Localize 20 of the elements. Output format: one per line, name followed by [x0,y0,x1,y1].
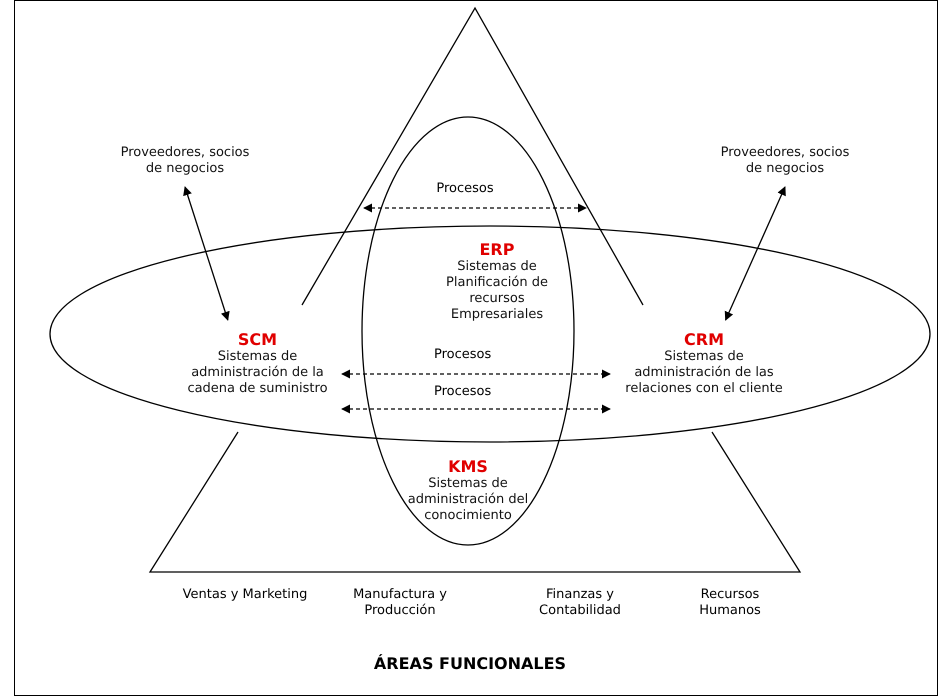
system-acronym: SCM [236,330,278,349]
partner-label: Proveedores, socios de negocios [720,145,850,177]
area-label: Recursos Humanos [698,587,762,619]
area-label: Manufactura y Producción [352,587,448,619]
system-description: Sistemas de administración del conocimiento [406,476,530,524]
system-acronym: CRM [683,330,725,349]
arrow [341,369,611,379]
arrow [341,404,611,414]
system-acronym: ERP [478,240,516,259]
arrow [183,186,230,321]
process-label: Procesos [435,181,495,197]
caption: ÁREAS FUNCIONALES [372,656,568,672]
system-description: Sistemas de administración de las relaciones con el cliente [624,349,784,397]
area-label: Finanzas y Contabilidad [538,587,622,619]
arrow [724,186,786,321]
system-description: Sistemas de Planificación de recursos Empresariales [445,259,549,323]
area-label: Ventas y Marketing [182,587,308,603]
system-acronym: KMS [447,457,489,476]
partner-label: Proveedores, socios de negocios [120,145,250,177]
system-description: Sistemas de administración de la cadena de suministro [186,349,329,397]
